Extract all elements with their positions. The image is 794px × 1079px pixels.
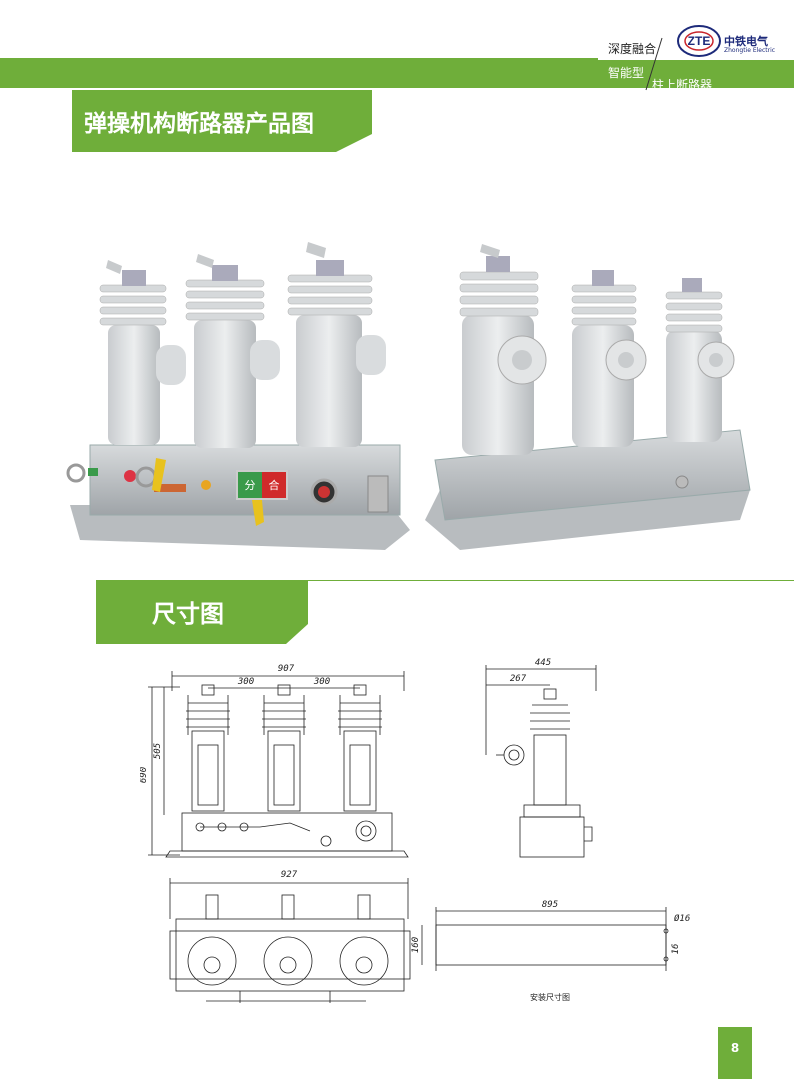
page-number-box: 8 — [718, 1027, 752, 1079]
logo-name: 中铁电气 — [724, 35, 768, 48]
mount-caption: 安装尺寸图 — [530, 992, 570, 1002]
dim-side-total: 445 — [535, 658, 551, 668]
section-title-dimensions: 尺寸图 — [152, 600, 224, 628]
header-decor — [645, 37, 663, 91]
banner-shape — [72, 90, 372, 152]
page-number: 8 — [730, 1041, 740, 1055]
product-photo: 分 合 — [60, 230, 760, 570]
dim-bottom-width: 927 — [281, 870, 298, 880]
dim-pitch-left: 300 — [237, 677, 254, 687]
dim-mount-height: 160 — [411, 937, 421, 953]
logo-subtitle: Zhongtie Electric — [724, 47, 776, 54]
side-view-drawing: 445 267 — [485, 658, 597, 858]
header-slogan-1: 深度融合 — [608, 42, 657, 56]
mounting-drawing: 895 Ø16 160 16 安装尺寸图 — [411, 900, 690, 1002]
section-banner-dimensions: 尺寸图 — [96, 580, 794, 644]
header-slogan-2: 智能型 — [608, 66, 645, 80]
dim-mount-length: 895 — [542, 900, 558, 910]
open-label: 分 — [245, 479, 256, 492]
logo-emblem-icon: ZTE — [677, 25, 721, 57]
banner-shape — [96, 580, 794, 644]
company-logo: ZTE — [676, 24, 794, 58]
header-slogan-3: 柱上断路器 — [652, 78, 713, 92]
section-title-products: 弹操机构断路器产品图 — [84, 111, 314, 137]
dim-mount-hole: Ø16 — [674, 913, 690, 924]
dim-side-partial: 267 — [510, 674, 527, 684]
dim-height-upper: 505 — [153, 743, 163, 759]
dim-front-width: 907 — [278, 664, 295, 674]
breaker-front-view: 分 合 — [66, 242, 410, 550]
section-banner-products: 弹操机构断路器产品图 — [72, 90, 372, 152]
close-label: 合 — [269, 478, 280, 492]
breaker-rear-view — [425, 244, 751, 550]
dim-height-total: 690 — [140, 767, 149, 783]
header-band — [0, 58, 794, 88]
dim-mount-small: 16 — [671, 944, 681, 955]
svg-text:ZTE: ZTE — [688, 34, 711, 48]
front-view-drawing: 907 300 300 690 505 — [139, 664, 409, 858]
bottom-view-drawing: 927 — [169, 870, 411, 1003]
dimension-drawings: 907 300 300 690 505 — [139, 655, 700, 1015]
dim-pitch-right: 300 — [313, 677, 330, 687]
